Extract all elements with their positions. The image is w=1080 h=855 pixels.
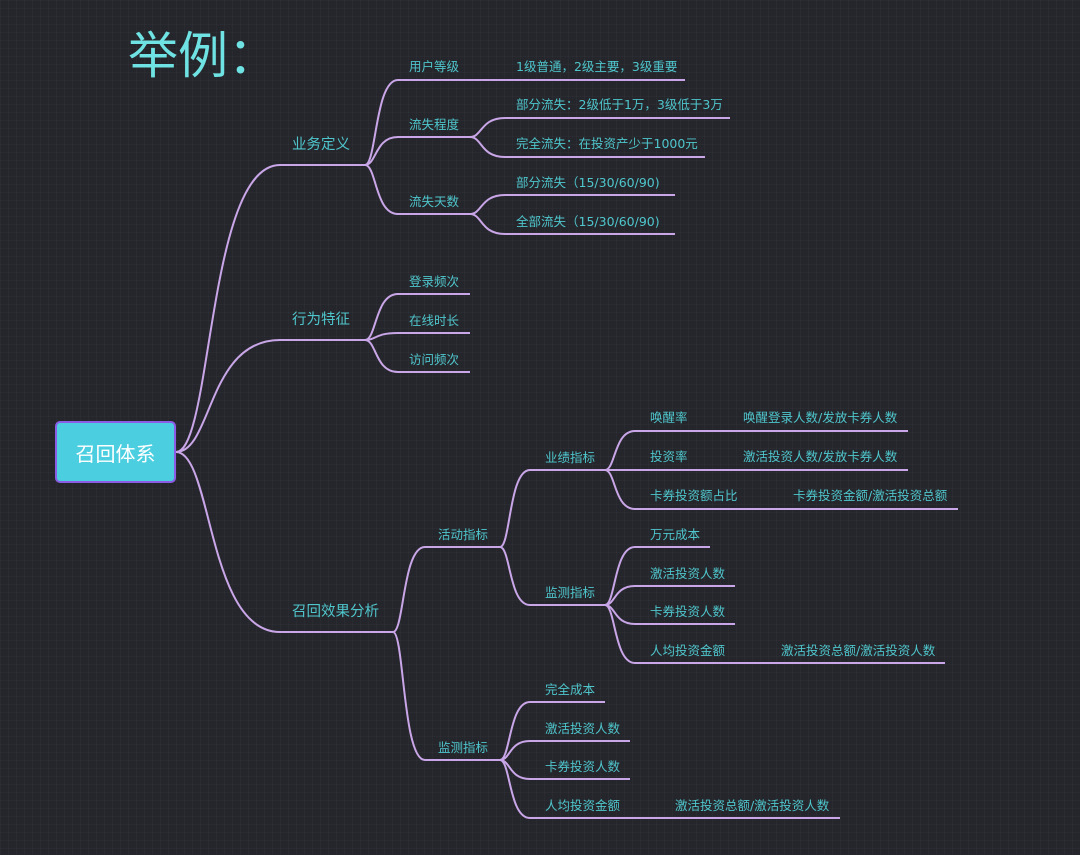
node-churn-days[interactable]: 流失天数 xyxy=(409,194,460,209)
branch-line xyxy=(364,339,470,373)
node-coupon-investors-2[interactable]: 卡券投资人数 xyxy=(545,759,621,774)
node-coupon-investors[interactable]: 卡券投资人数 xyxy=(650,604,726,619)
node-full-cost[interactable]: 完全成本 xyxy=(545,682,596,697)
node-user-level[interactable]: 用户等级 xyxy=(409,59,460,74)
branch-line xyxy=(604,585,735,606)
leaf-partial-churn-days[interactable]: 部分流失（15/30/60/90) xyxy=(516,175,660,190)
branch-line xyxy=(604,430,908,471)
branch-line xyxy=(604,546,710,606)
branch-line xyxy=(175,339,365,453)
node-invest-rate[interactable]: 投资率 xyxy=(650,449,688,464)
branch-line xyxy=(364,293,470,341)
node-activity-monitor[interactable]: 监测指标 xyxy=(545,585,596,600)
branch-line xyxy=(469,117,730,138)
leaf-invest-rate[interactable]: 激活投资人数/发放卡券人数 xyxy=(743,449,898,464)
node-visit-frequency[interactable]: 访问频次 xyxy=(409,352,460,367)
node-per-capita-amount-2[interactable]: 人均投资金额 xyxy=(545,798,621,813)
leaf-user-level[interactable]: 1级普通，2级主要，3级重要 xyxy=(516,59,678,74)
leaf-coupon-share[interactable]: 卡券投资金额/激活投资总额 xyxy=(793,488,948,503)
branch-line xyxy=(499,701,605,761)
node-activated-investors[interactable]: 激活投资人数 xyxy=(650,566,726,581)
node-effect-analysis[interactable]: 召回效果分析 xyxy=(292,604,379,620)
branch-line xyxy=(364,164,470,215)
branch-line xyxy=(175,164,365,453)
branch-line xyxy=(469,194,675,215)
branch-line xyxy=(364,332,470,341)
branch-line xyxy=(499,469,605,548)
branch-line xyxy=(604,469,958,510)
leaf-per-capita-amount-2[interactable]: 激活投资总额/激活投资人数 xyxy=(675,798,830,813)
node-coupon-share[interactable]: 卡券投资额占比 xyxy=(650,488,738,503)
node-monitor-metrics[interactable]: 监测指标 xyxy=(438,740,489,755)
branch-line xyxy=(392,546,500,633)
node-business-definition[interactable]: 业务定义 xyxy=(292,137,350,153)
branch-line xyxy=(469,213,675,235)
node-activity-metrics[interactable]: 活动指标 xyxy=(438,527,489,542)
leaf-full-churn[interactable]: 完全流失：在投资产少于1000元 xyxy=(516,136,698,151)
leaf-partial-churn[interactable]: 部分流失：2级低于1万，3级低于3万 xyxy=(516,97,723,112)
page-title: 举例： xyxy=(128,27,278,85)
node-wake-rate[interactable]: 唤醒率 xyxy=(650,410,688,425)
node-activated-investors-2[interactable]: 激活投资人数 xyxy=(545,721,621,736)
branch-line xyxy=(499,546,605,606)
root-node[interactable]: 召回体系 xyxy=(55,421,176,483)
node-login-frequency[interactable]: 登录频次 xyxy=(409,274,460,289)
branch-line xyxy=(364,79,470,166)
node-online-duration[interactable]: 在线时长 xyxy=(409,313,460,328)
leaf-full-churn-days[interactable]: 全部流失（15/30/60/90) xyxy=(516,214,660,229)
branch-line xyxy=(499,740,630,761)
node-cost-per-10k[interactable]: 万元成本 xyxy=(650,527,701,542)
node-performance-metrics[interactable]: 业绩指标 xyxy=(545,450,596,465)
branch-line xyxy=(175,451,393,633)
node-per-capita-amount[interactable]: 人均投资金额 xyxy=(650,643,726,658)
branch-line xyxy=(469,136,705,158)
branch-line xyxy=(499,759,840,819)
leaf-wake-rate[interactable]: 唤醒登录人数/发放卡券人数 xyxy=(743,410,898,425)
leaf-per-capita-amount[interactable]: 激活投资总额/激活投资人数 xyxy=(781,643,936,658)
node-churn-degree[interactable]: 流失程度 xyxy=(409,117,460,132)
branch-line xyxy=(364,136,470,166)
branch-line xyxy=(604,604,945,664)
branch-line xyxy=(392,631,500,761)
node-behavior-features[interactable]: 行为特征 xyxy=(292,312,350,328)
